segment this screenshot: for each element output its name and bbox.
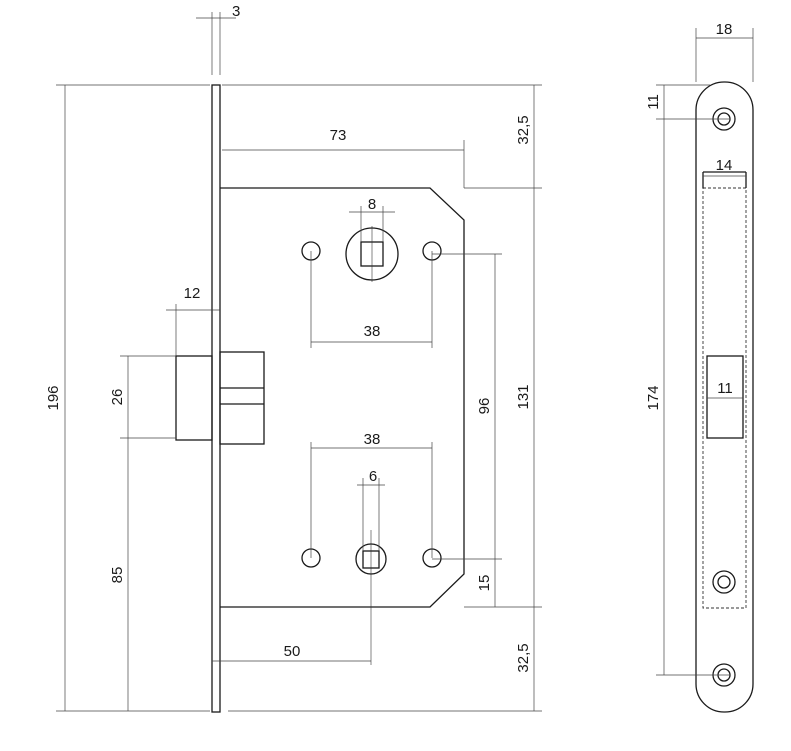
lock-body-front-view [175, 84, 465, 713]
dimension-lines-strike [656, 28, 754, 676]
label-edge-bottom: 32,5 [515, 643, 532, 672]
label-spindle-to-cylinder: 96 [476, 398, 493, 415]
latch-opening [706, 355, 744, 439]
strike-pocket-dashed [702, 187, 747, 609]
label-bolt-square: 6 [369, 468, 377, 485]
label-strike-edge-offset: 11 [645, 94, 662, 110]
dimension-lines-front [56, 12, 542, 712]
screw-hole-middle [712, 570, 736, 594]
label-height-total: 196 [45, 385, 62, 410]
label-hole-spacing-bottom: 38 [364, 431, 381, 448]
latch-bolt [175, 351, 265, 445]
label-strike-width: 18 [716, 21, 733, 38]
label-backset: 50 [284, 643, 301, 660]
label-spindle-square: 8 [368, 196, 376, 213]
label-faceplate-thickness: 3 [232, 3, 240, 20]
faceplate [211, 84, 221, 713]
label-edge-top: 32,5 [515, 115, 532, 144]
label-strike-length: 174 [645, 385, 662, 410]
spindle-hub-top [345, 226, 399, 282]
label-backset-top: 73 [330, 127, 347, 144]
strike-plate-side-view [695, 81, 754, 713]
dimension-labels: 3 196 73 32,5 8 12 38 26 96 131 38 6 85 … [45, 3, 733, 673]
spindle-hub-bottom [355, 530, 387, 665]
label-strike-pocket-width: 14 [716, 157, 733, 174]
label-latch-height: 26 [109, 389, 126, 406]
label-hole-spacing-top: 38 [364, 323, 381, 340]
label-case-height: 131 [515, 384, 532, 409]
label-bottom-offset: 15 [476, 575, 493, 592]
label-latch-opening-width: 11 [717, 380, 733, 397]
label-bolt-projection: 12 [184, 285, 201, 302]
strike-plate-outline [695, 81, 754, 713]
label-latch-to-bottom: 85 [109, 567, 126, 584]
lock-case-outline [220, 187, 465, 608]
